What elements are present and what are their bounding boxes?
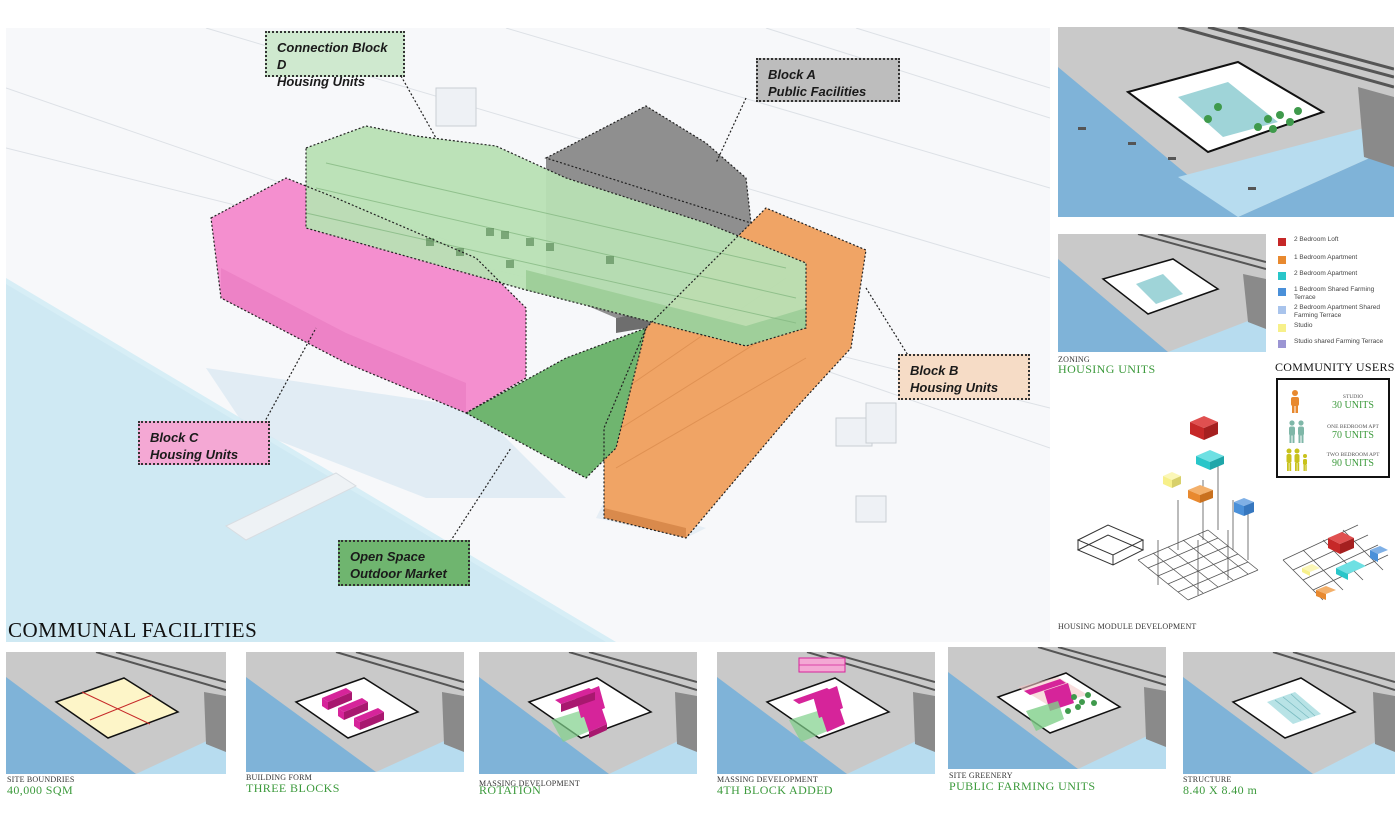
step-building-form [246, 652, 464, 772]
step-title: 40,000 SQM [7, 783, 74, 797]
step-small-label: MASSING DEVELOPMENT [717, 775, 818, 784]
legend-item: 1 Bedroom Shared Farming Terrace [1278, 286, 1389, 304]
step-structure [1183, 652, 1395, 774]
zoning-small-label: ZONING [1058, 355, 1090, 364]
community-title: COMMUNITY USERS [1275, 360, 1395, 374]
step-title: ROTATION [479, 783, 542, 797]
legend-item: 2 Bedroom Loft [1278, 236, 1389, 250]
legend-swatch [1278, 324, 1286, 332]
step-small-label: SITE GREENERY [949, 771, 1013, 780]
legend-swatch [1278, 238, 1286, 246]
step-site-greenery-drawing [948, 647, 1166, 769]
legend-item: Studio shared Farming Terrace [1278, 338, 1389, 356]
legend-swatch [1278, 340, 1286, 348]
community-units: 90 UNITS [1332, 458, 1374, 469]
legend-item: Studio [1278, 322, 1389, 336]
legend-swatch [1278, 256, 1286, 264]
zoning-plan-drawing [1058, 234, 1266, 352]
step-small-label: STRUCTURE [1183, 775, 1232, 784]
legend-item: 2 Bedroom Apartment [1278, 270, 1389, 284]
step-rotation-drawing [479, 652, 697, 774]
open-space-mass [466, 328, 646, 478]
step-site-boundaries [6, 652, 226, 774]
unit-legend: 2 Bedroom Loft 1 Bedroom Apartment 2 Bed… [1278, 236, 1396, 356]
step-title: 4TH BLOCK ADDED [717, 783, 833, 797]
step-small-label: MASSING DEVELOPMENT [479, 779, 580, 788]
step-structure-drawing [1183, 652, 1395, 774]
legend-item: 2 Bedroom Apartment Shared Farming Terra… [1278, 304, 1389, 322]
community-units: 70 UNITS [1332, 430, 1374, 441]
housing-module-diagram [1058, 400, 1400, 620]
site-plan-overview [1058, 27, 1394, 217]
label-open-space: Open Space Outdoor Market [338, 540, 470, 586]
step-title: PUBLIC FARMING UNITS [949, 779, 1096, 793]
step-building-form-drawing [246, 652, 464, 772]
legend-swatch [1278, 272, 1286, 280]
site-plan-overview-drawing [1058, 27, 1394, 217]
studio-person-icon [1291, 390, 1299, 413]
module-caption: HOUSING MODULE DEVELOPMENT [1058, 622, 1197, 631]
community-units: 30 UNITS [1332, 400, 1374, 411]
page-title: COMMUNAL FACILITIES [8, 618, 258, 642]
step-title: 8.40 X 8.40 m [1183, 783, 1258, 797]
legend-swatch [1278, 306, 1286, 314]
community-type: ONE BEDROOM APT [1327, 424, 1379, 430]
family-icon [1286, 448, 1307, 471]
step-small-label: SITE BOUNDRIES [7, 775, 75, 784]
community-type: TWO BEDROOM APT [1326, 452, 1380, 458]
community-type: STUDIO [1342, 394, 1364, 400]
module-blocks [1163, 416, 1254, 516]
block-c-mass [211, 178, 526, 413]
zoning-plan [1058, 234, 1266, 352]
community-users-box: STUDIO 30 UNITS ONE BEDROOM APT 70 UNITS… [1276, 378, 1390, 478]
step-4th-block-drawing [717, 652, 935, 774]
pier [225, 472, 358, 541]
label-block-c: Block C Housing Units [138, 421, 270, 465]
main-axonometric-drawing [6, 28, 1050, 642]
step-4th-block [717, 652, 935, 774]
zoning-title: HOUSING UNITS [1058, 362, 1156, 376]
step-rotation [479, 652, 697, 774]
step-small-label: BUILDING FORM [246, 773, 312, 782]
label-block-d: Connection Block D Housing Units [265, 31, 405, 89]
block-d-mass [306, 126, 806, 346]
legend-swatch [1278, 288, 1286, 296]
step-title: THREE BLOCKS [246, 781, 340, 795]
legend-item: 1 Bedroom Apartment [1278, 254, 1389, 268]
label-block-a: Block A Public Facilities [756, 58, 900, 102]
couple-icon [1289, 420, 1304, 443]
step-site-boundaries-drawing [6, 652, 226, 774]
housing-module-drawing [1076, 416, 1389, 601]
label-block-b: Block B Housing Units [898, 354, 1030, 400]
step-site-greenery [948, 647, 1166, 769]
main-axonometric: Connection Block D Housing Units Block A… [6, 28, 1050, 642]
